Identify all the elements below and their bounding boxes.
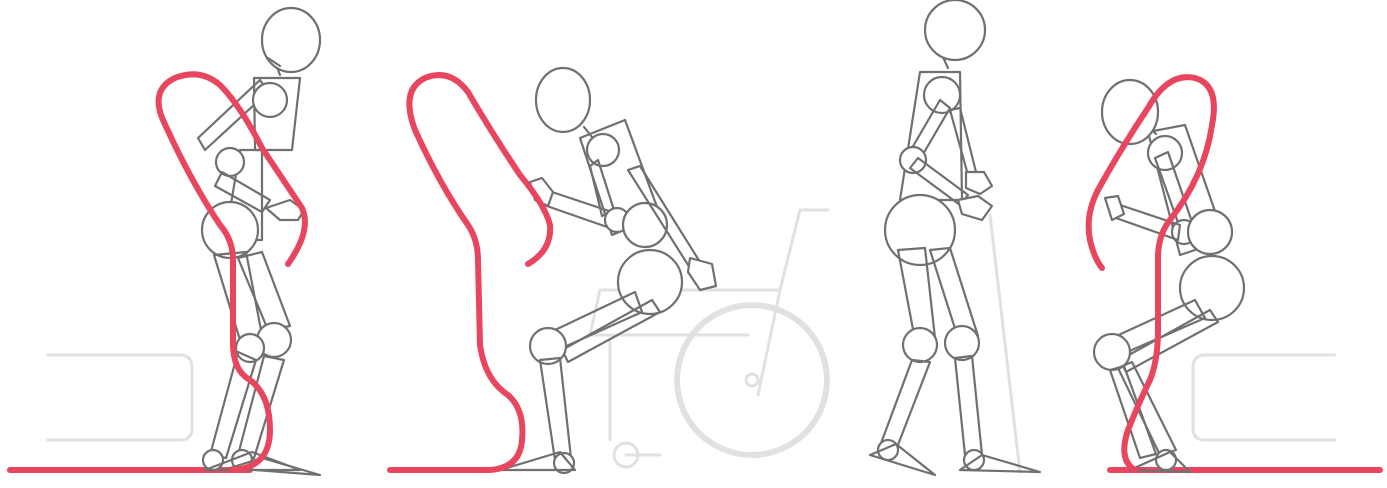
mannequin-walking [870, 0, 1040, 475]
mannequin-sitting-down [1094, 80, 1244, 472]
scene-2 [390, 68, 828, 473]
support-rail-2 [409, 75, 550, 470]
walking-cane [990, 215, 1020, 472]
scene-4 [1089, 77, 1380, 472]
bed [48, 355, 192, 440]
scene-3 [870, 0, 1040, 475]
bed-2 [1193, 355, 1335, 440]
wheelchair [590, 210, 828, 467]
support-rail-1 [159, 74, 305, 470]
scene-1 [10, 8, 320, 475]
